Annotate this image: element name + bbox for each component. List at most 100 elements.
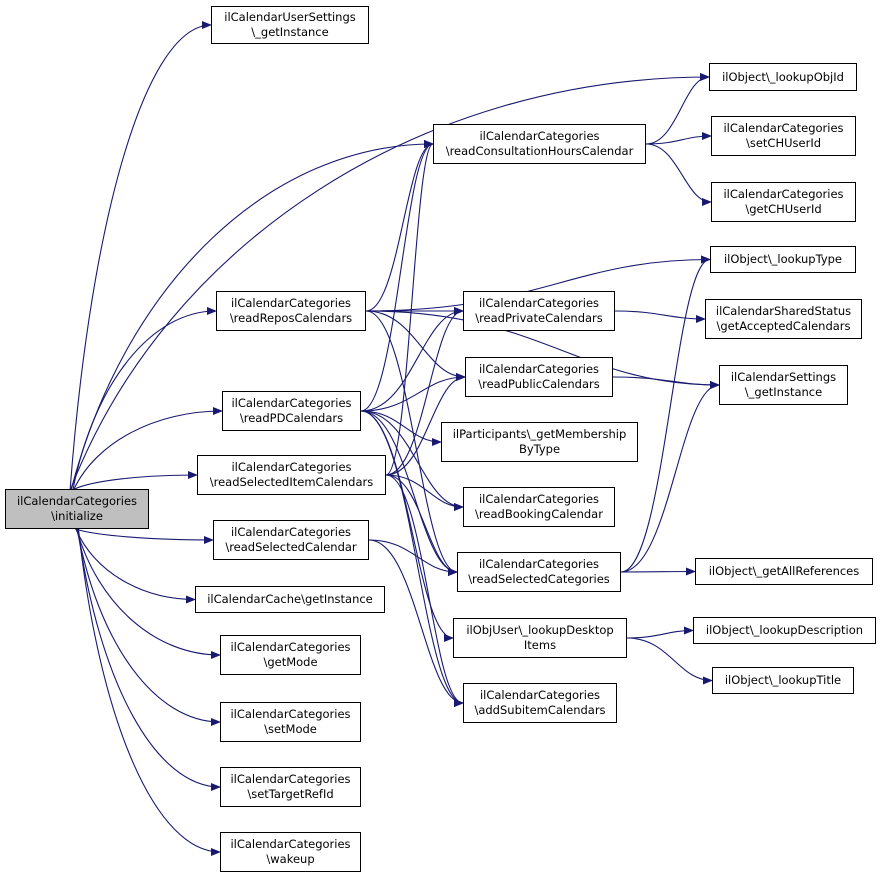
- edge-readPD-to-addSubitem: [360, 410, 464, 707]
- node-calendar-settings-get-instance[interactable]: ilCalendarSettings \_getInstance: [719, 365, 848, 405]
- node-read-pd-calendars[interactable]: ilCalendarCategories \readPDCalendars: [222, 391, 361, 431]
- edge-readSelectedItem-to-readPublic: [385, 373, 466, 476]
- node-set-mode-line1: ilCalendarCategories: [230, 707, 351, 721]
- edge-readSelectedCat-to-getAllRefs: [620, 567, 696, 576]
- edge-readSelectedCal-to-addSubitem: [368, 539, 464, 707]
- node-read-booking-line1: ilCalendarCategories: [478, 492, 600, 506]
- edge-readSelectedCal-to-readSelectedCat: [368, 539, 458, 576]
- edge-initialize-to-readPD: [73, 407, 223, 490]
- node-calendar-cache-line1: ilCalendarCache\getInstance: [207, 592, 373, 606]
- edge-readPD-to-readPublic: [360, 373, 466, 412]
- node-set-target-ref-id[interactable]: ilCalendarCategories \setTargetRefId: [220, 767, 361, 807]
- node-shared-status-line2: \getAcceptedCalendars: [716, 319, 851, 333]
- node-wakeup[interactable]: ilCalendarCategories \wakeup: [220, 832, 361, 872]
- edge-readPrivate-to-sharedStatus: [614, 310, 706, 323]
- node-get-ch-user-id-line2: \getCHUserId: [745, 202, 822, 216]
- node-lookup-type[interactable]: ilObject\_lookupType: [710, 246, 856, 273]
- edge-readPD-to-readConsultation: [360, 140, 434, 412]
- node-get-mode-line2: \getMode: [263, 655, 318, 669]
- node-set-target-ref-id-line2: \setTargetRefId: [247, 787, 334, 801]
- node-lookup-type-line1: ilObject\_lookupType: [723, 252, 843, 266]
- node-participants-membership-by-type[interactable]: ilParticipants\_getMembership ByType: [441, 422, 638, 462]
- node-calendar-cache-get-instance[interactable]: ilCalendarCache\getInstance: [195, 586, 385, 613]
- node-lookup-desktop-items[interactable]: ilObjUser\_lookupDesktop Items: [453, 618, 627, 658]
- edge-readRepos-to-readPublic: [365, 310, 466, 381]
- edge-initialize-to-setTargetRefId: [77, 528, 221, 791]
- edge-initialize-to-userSettings: [69, 21, 212, 490]
- node-read-consultation-line1: ilCalendarCategories: [479, 129, 600, 143]
- node-user-settings-line2: \_getInstance: [251, 25, 329, 39]
- edge-readPD-to-participants: [360, 410, 442, 446]
- node-add-subitem-line2: \addSubitemCalendars: [474, 703, 606, 717]
- node-add-subitem-line1: ilCalendarCategories: [479, 688, 601, 702]
- node-add-subitem-calendars[interactable]: ilCalendarCategories \addSubitemCalendar…: [463, 683, 617, 723]
- node-read-selected-categories-line1: ilCalendarCategories: [478, 557, 600, 571]
- node-read-public-calendars[interactable]: ilCalendarCategories \readPublicCalendar…: [465, 357, 613, 397]
- edge-initialize-to-cacheInstance: [75, 528, 196, 604]
- node-read-consultation-hours-calendar[interactable]: ilCalendarCategories \readConsultationHo…: [433, 124, 646, 164]
- node-initialize-line2: \initialize: [51, 509, 103, 523]
- node-get-ch-user-id[interactable]: ilCalendarCategories \getCHUserId: [711, 182, 856, 222]
- node-lookup-title[interactable]: ilObject\_lookupTitle: [712, 667, 854, 694]
- node-read-selected-calendar-line1: ilCalendarCategories: [230, 525, 352, 539]
- node-calendar-settings-line1: ilCalendarSettings: [730, 370, 837, 384]
- edge-readPublic-to-calSettings: [612, 376, 720, 389]
- edge-initialize-to-lookupObjId: [70, 73, 710, 490]
- node-wakeup-line2: \wakeup: [266, 852, 315, 866]
- node-read-private-calendars[interactable]: ilCalendarCategories \readPrivateCalenda…: [463, 291, 615, 331]
- node-participants-line2: ByType: [518, 442, 561, 456]
- node-read-booking-line2: \readBookingCalendar: [475, 507, 603, 521]
- edge-readConsultation-to-setCHUserId: [645, 132, 712, 145]
- edge-readRepos-to-readConsultation: [365, 140, 434, 312]
- node-read-selected-calendar-line2: \readSelectedCalendar: [225, 540, 357, 554]
- node-set-mode[interactable]: ilCalendarCategories \setMode: [220, 702, 361, 742]
- edge-readSelectedCat-to-lookupType: [620, 255, 711, 573]
- node-lookup-desktop-line1: ilObjUser\_lookupDesktop: [466, 623, 614, 637]
- edge-initialize-to-getMode: [75, 528, 221, 659]
- edge-readRepos-to-readSelectedCat: [365, 310, 458, 576]
- node-read-pd-line1: ilCalendarCategories: [231, 396, 352, 410]
- edge-initialize-to-readRepos: [72, 307, 217, 490]
- node-shared-status-accepted-calendars[interactable]: ilCalendarSharedStatus \getAcceptedCalen…: [705, 299, 862, 339]
- node-read-public-line1: ilCalendarCategories: [478, 362, 600, 376]
- node-read-selected-categories-line2: \readSelectedCategories: [468, 572, 610, 586]
- edge-lookupDesktop-to-lookupDescription: [626, 626, 694, 639]
- edge-readSelectedItem-to-readBooking: [385, 474, 464, 511]
- node-get-all-references-line1: ilObject\_getAllReferences: [708, 564, 860, 578]
- node-shared-status-line1: ilCalendarSharedStatus: [715, 304, 852, 318]
- node-lookup-desktop-line2: Items: [523, 638, 557, 652]
- edge-readPD-to-readBooking: [360, 410, 464, 511]
- node-lookup-obj-id[interactable]: ilObject\_lookupObjId: [709, 63, 857, 91]
- node-lookup-description[interactable]: ilObject\_lookupDescription: [693, 617, 876, 644]
- edge-readConsultation-to-lookupObjId: [645, 73, 710, 145]
- edge-readSelectedItem-to-addSubitem: [385, 474, 464, 707]
- node-lookup-title-line1: ilObject\_lookupTitle: [724, 673, 842, 687]
- node-set-ch-user-id[interactable]: ilCalendarCategories \setCHUserId: [711, 116, 856, 156]
- edge-readSelectedItem-to-readConsultation: [385, 140, 434, 476]
- node-read-selected-item-calendars[interactable]: ilCalendarCategories \readSelectedItemCa…: [197, 455, 386, 495]
- node-read-repos-line1: ilCalendarCategories: [230, 296, 352, 310]
- edge-initialize-to-readSelectedCal: [75, 528, 214, 544]
- node-get-mode[interactable]: ilCalendarCategories \getMode: [220, 635, 361, 675]
- node-get-all-references[interactable]: ilObject\_getAllReferences: [695, 558, 873, 585]
- edge-initialize-to-readSelectedItem: [74, 471, 198, 490]
- node-set-ch-user-id-line2: \setCHUserId: [745, 136, 822, 150]
- node-get-ch-user-id-line1: ilCalendarCategories: [723, 187, 844, 201]
- node-read-repos-calendars[interactable]: ilCalendarCategories \readReposCalendars: [216, 291, 366, 331]
- node-user-settings-get-instance[interactable]: ilCalendarUserSettings \_getInstance: [211, 6, 369, 44]
- node-read-private-line1: ilCalendarCategories: [478, 296, 600, 310]
- node-initialize[interactable]: ilCalendarCategories \initialize: [5, 489, 149, 529]
- edge-initialize-to-setMode: [76, 528, 221, 726]
- node-set-target-ref-id-line1: ilCalendarCategories: [230, 772, 351, 786]
- edge-initialize-to-wakeup: [77, 528, 221, 856]
- node-read-selected-calendar[interactable]: ilCalendarCategories \readSelectedCalend…: [213, 520, 369, 560]
- node-read-selected-categories[interactable]: ilCalendarCategories \readSelectedCatego…: [457, 552, 621, 592]
- node-read-booking-calendar[interactable]: ilCalendarCategories \readBookingCalenda…: [463, 487, 615, 527]
- edge-readConsultation-to-getCHUserId: [645, 143, 712, 206]
- edge-readSelectedItem-to-readPrivate: [385, 307, 464, 476]
- node-initialize-line1: ilCalendarCategories: [16, 494, 138, 508]
- node-participants-line1: ilParticipants\_getMembership: [452, 427, 627, 441]
- node-read-consultation-line2: \readConsultationHoursCalendar: [445, 144, 634, 158]
- edge-readRepos-to-lookupType: [365, 255, 711, 312]
